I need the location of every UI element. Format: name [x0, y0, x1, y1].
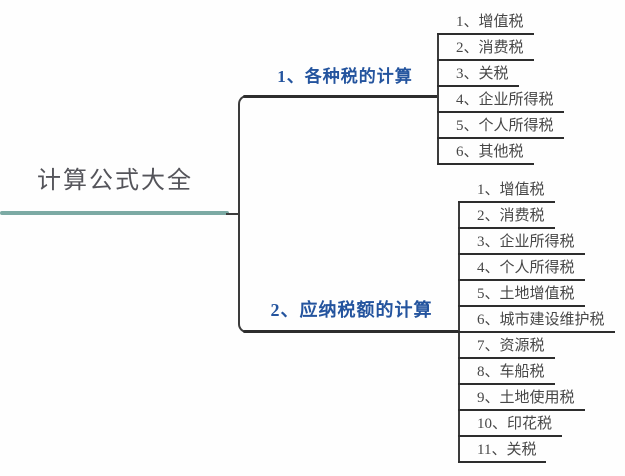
- leaf-node[interactable]: 3、关税: [437, 61, 519, 87]
- leaf-node[interactable]: 6、其他税: [437, 139, 534, 165]
- branch1-underline: [243, 95, 439, 98]
- leaf-node[interactable]: 2、消费税: [458, 203, 555, 229]
- branch2-underline: [243, 330, 460, 333]
- root-node[interactable]: 计算公式大全: [37, 168, 193, 194]
- branch2-leaves: 1、增值税 2、消费税 3、企业所得税 4、个人所得税 5、土地增值税 6、城市…: [458, 177, 615, 463]
- leaf-node[interactable]: 11、关税: [458, 437, 547, 463]
- root-underline: [0, 211, 229, 215]
- root-connector-line: [226, 213, 240, 215]
- leaf-node[interactable]: 6、城市建设维护税: [458, 307, 615, 333]
- leaf-node[interactable]: 3、企业所得税: [458, 229, 585, 255]
- leaf-node[interactable]: 2、消费税: [437, 35, 534, 61]
- leaf-node[interactable]: 1、增值税: [437, 9, 534, 35]
- leaf-node[interactable]: 8、车船税: [458, 359, 555, 385]
- leaf-node[interactable]: 4、企业所得税: [437, 87, 564, 113]
- leaf-node[interactable]: 7、资源税: [458, 333, 555, 359]
- leaf-node[interactable]: 5、土地增值税: [458, 281, 585, 307]
- leaf-node[interactable]: 10、印花税: [458, 411, 563, 437]
- branch2-node[interactable]: 2、应纳税额的计算: [270, 300, 433, 320]
- branch1-trunk-line: [437, 33, 439, 165]
- leaf-node[interactable]: 1、增值税: [458, 177, 555, 203]
- branch1-leaves: 1、增值税 2、消费税 3、关税 4、企业所得税 5、个人所得税 6、其他税: [437, 9, 564, 165]
- leaf-node[interactable]: 9、土地使用税: [458, 385, 585, 411]
- leaf-node[interactable]: 4、个人所得税: [458, 255, 585, 281]
- leaf-node[interactable]: 5、个人所得税: [437, 113, 564, 139]
- branch1-node[interactable]: 1、各种税的计算: [277, 67, 413, 86]
